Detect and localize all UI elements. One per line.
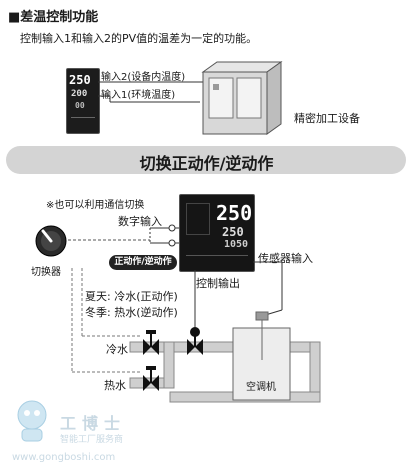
digital-input-label: 数字输入: [118, 215, 162, 228]
watermark-brand: 工博士: [60, 414, 127, 433]
ac-unit-label: 空调机: [246, 382, 276, 393]
bottom-controller: 250 250 1050: [179, 194, 255, 272]
switch-label: 切换器: [31, 267, 61, 278]
input1-label: 输入1(环境温度): [101, 90, 176, 101]
section-description: 控制输入1和输入2的PV值的温差为一定的功能。: [20, 32, 258, 45]
mode-switch-banner: [6, 146, 406, 174]
summer-label: 夏天: 冷水(正动作): [85, 290, 178, 303]
selector-knob-icon: [35, 225, 67, 257]
top-controller: 250 200 00: [66, 68, 100, 134]
watermark-url: www.gongboshi.com: [12, 452, 116, 463]
winter-label: 冬季: 热水(逆动作): [85, 306, 178, 319]
hot-water-label: 热水: [104, 379, 126, 392]
banner-title: 切换正动作/逆动作: [139, 154, 274, 173]
robot-mascot-icon: [17, 400, 47, 442]
top-controller-sub: 00: [75, 101, 85, 110]
comm-note: ※也可以利用通信切换: [46, 200, 145, 211]
bottom-controller-pv: 250: [216, 201, 253, 225]
section-title: ■差温控制功能: [8, 10, 99, 25]
precision-equipment-icon: [201, 61, 283, 135]
top-controller-buttons: [71, 117, 95, 128]
top-controller-pv: 250: [69, 73, 91, 87]
equipment-label: 精密加工设备: [294, 112, 360, 125]
mode-button[interactable]: 正动作/逆动作: [109, 255, 177, 270]
bottom-controller-keys: [186, 255, 248, 266]
bottom-controller-sub: 1050: [224, 239, 249, 250]
watermark-subtitle: 智能工厂服务商: [60, 435, 124, 445]
input2-label: 输入2(设备内温度): [101, 72, 186, 83]
bottom-controller-indicators: [186, 203, 210, 235]
cold-water-label: 冷水: [106, 343, 128, 356]
bottom-controller-sv: 250: [222, 225, 244, 239]
control-output-label: 控制输出: [196, 277, 240, 290]
top-controller-sv: 200: [71, 89, 88, 99]
